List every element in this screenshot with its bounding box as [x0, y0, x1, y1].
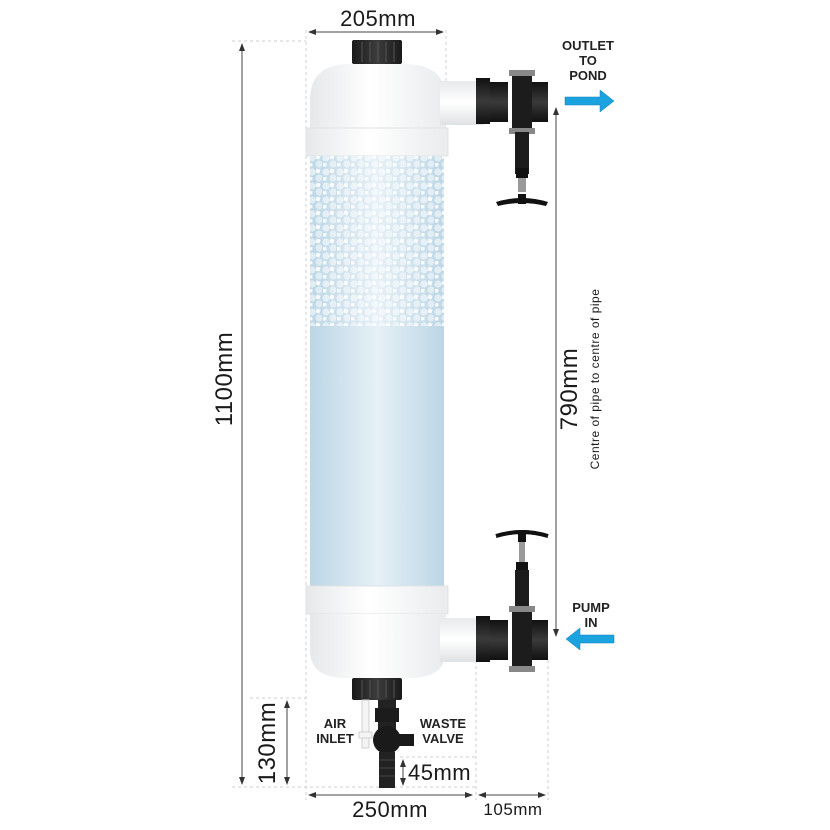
drain-assembly	[352, 678, 414, 788]
width-205-label: 205mm	[340, 6, 416, 31]
centres-790-label: 790mm	[556, 347, 583, 431]
width-105-label: 105mm	[483, 800, 543, 819]
pump-in-label: PUMP IN	[572, 600, 610, 630]
air-inlet-tube	[361, 699, 370, 749]
filter-body	[305, 40, 484, 678]
top-cap	[352, 40, 402, 64]
height-130-label: 130mm	[254, 701, 281, 785]
length-45-label: 45mm	[408, 760, 472, 785]
outlet-valve-fitting	[476, 70, 548, 206]
centres-note: Centre of pipe to centre of pipe	[588, 288, 602, 470]
outlet-to-pond-label: OUTLET TO POND	[562, 38, 614, 83]
waste-valve-handle	[398, 734, 414, 746]
hose-tail	[379, 752, 395, 788]
inlet-valve-fitting	[476, 530, 549, 672]
inlet-flow-arrow	[565, 627, 615, 651]
height-1100-label: 1100mm	[211, 331, 238, 427]
waste-valve-body	[373, 726, 401, 754]
waste-valve-label: WASTE VALVE	[419, 716, 467, 746]
filter-media	[310, 156, 444, 326]
outlet-flow-arrow	[564, 89, 615, 113]
width-250-label: 250mm	[352, 797, 428, 822]
bottom-cap	[352, 678, 402, 700]
air-inlet-label: AIR INLET	[316, 716, 354, 746]
